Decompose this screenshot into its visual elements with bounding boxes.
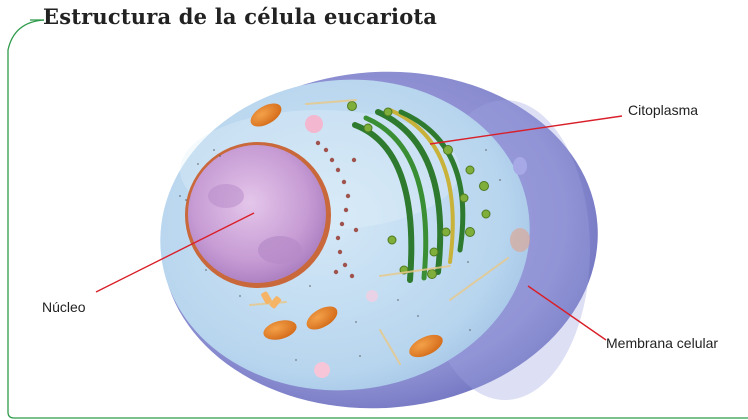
cytoplasm-label: Citoplasma — [628, 102, 698, 118]
nucleus — [185, 142, 331, 288]
nucleus-label: Núcleo — [42, 299, 86, 315]
membrane-label: Membrana celular — [606, 335, 718, 351]
